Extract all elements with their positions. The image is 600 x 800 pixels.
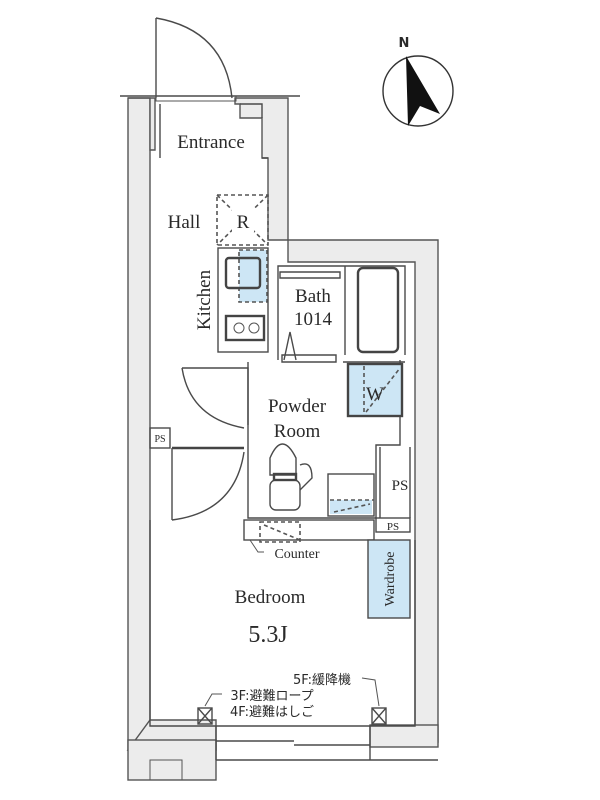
ps-small-label: PS	[387, 521, 399, 533]
counter-top	[243, 519, 375, 541]
toilet-icon	[269, 443, 297, 476]
bath-label: Bath	[295, 286, 331, 307]
sink-dashed-area	[238, 249, 268, 303]
stove-icon	[224, 314, 266, 342]
hatch-left-x	[197, 707, 213, 725]
door-threshold	[155, 95, 237, 102]
bathroom	[277, 265, 406, 363]
washbasin-dash-diag	[333, 503, 371, 513]
north-arrow-icon	[406, 56, 440, 126]
counter-label: Counter	[274, 547, 319, 562]
hall-doors	[149, 367, 249, 521]
toilet-seat	[272, 472, 298, 482]
hatch-left	[197, 707, 213, 725]
burner-icon	[233, 322, 245, 334]
entrance-door	[120, 17, 300, 102]
toilet-tank	[269, 479, 301, 511]
escape-hatches	[197, 677, 387, 725]
hall-label: Hall	[168, 212, 201, 233]
hatch-left-leader	[204, 693, 222, 707]
left-wall	[127, 97, 151, 751]
compass: N	[382, 36, 454, 127]
powder-room	[247, 360, 405, 519]
bath-size-label: 1014	[294, 309, 333, 330]
entrance-label: Entrance	[177, 132, 245, 153]
bath-door	[281, 354, 337, 363]
refrigerator-space	[216, 194, 269, 246]
note-5f: 5F:緩降機	[293, 673, 351, 688]
washer-dash-diag	[365, 367, 401, 413]
sink-icon	[224, 256, 262, 290]
burner-icon	[248, 322, 260, 334]
lower-door-swing	[171, 451, 245, 521]
top-wall-left	[128, 97, 156, 151]
counter-dash-diag	[263, 524, 301, 541]
washbasin-icon	[327, 473, 375, 517]
counter-leader	[249, 539, 264, 553]
bedroom-size-label: 5.3J	[248, 622, 287, 648]
upper-door-frame	[182, 367, 249, 425]
ps-small-box	[375, 517, 411, 533]
bath-wall	[277, 265, 406, 360]
fridge-box	[216, 194, 269, 246]
hatch-right-leader	[361, 677, 380, 707]
wardrobe-area	[368, 540, 410, 618]
note-4f: 4F:避難はしご	[230, 704, 314, 720]
kitchen-unit	[217, 247, 269, 353]
bedroom-outline	[149, 520, 416, 727]
compass-ring	[382, 55, 454, 127]
kitchen-label: Kitchen	[194, 269, 215, 330]
bath-door-swing	[283, 331, 297, 361]
bath-vanity	[279, 271, 341, 279]
counter	[243, 519, 375, 553]
compass-label: N	[399, 36, 410, 51]
refrigerator-label: R	[237, 212, 250, 233]
washer-label: W	[366, 384, 384, 405]
counter-dashed	[259, 521, 301, 543]
hatch-right	[371, 707, 387, 725]
wardrobe-box	[367, 539, 411, 619]
upper-door-swing	[181, 367, 245, 429]
toilet-side	[299, 463, 313, 491]
wardrobe-label: Wardrobe	[383, 552, 398, 607]
powder-wall	[247, 360, 401, 519]
powder-room-label-2: Room	[274, 421, 321, 442]
bottom-wall-right	[369, 724, 439, 748]
kitchen-counter	[217, 247, 269, 353]
washer-area	[348, 364, 402, 416]
door-swing	[155, 17, 233, 99]
fridge-label-bg	[232, 208, 254, 232]
ps-shaft	[379, 447, 411, 518]
ps-left-label: PS	[154, 434, 165, 445]
entrance-step	[159, 103, 268, 159]
ps-left-box	[149, 427, 171, 449]
outer-walls	[126, 97, 439, 781]
ps-right-label: PS	[392, 478, 409, 494]
window-jambs	[215, 726, 371, 760]
balcony-step	[149, 759, 183, 781]
washbasin-water	[330, 500, 372, 514]
hatch-right-x	[371, 707, 387, 725]
balcony-window	[215, 726, 438, 761]
note-3f: 3F:避難ロープ	[230, 689, 313, 704]
powder-room-label-1: Powder	[268, 396, 327, 417]
washer-box	[346, 362, 404, 418]
bedroom-label: Bedroom	[235, 587, 306, 608]
bathtub-icon	[356, 266, 400, 354]
